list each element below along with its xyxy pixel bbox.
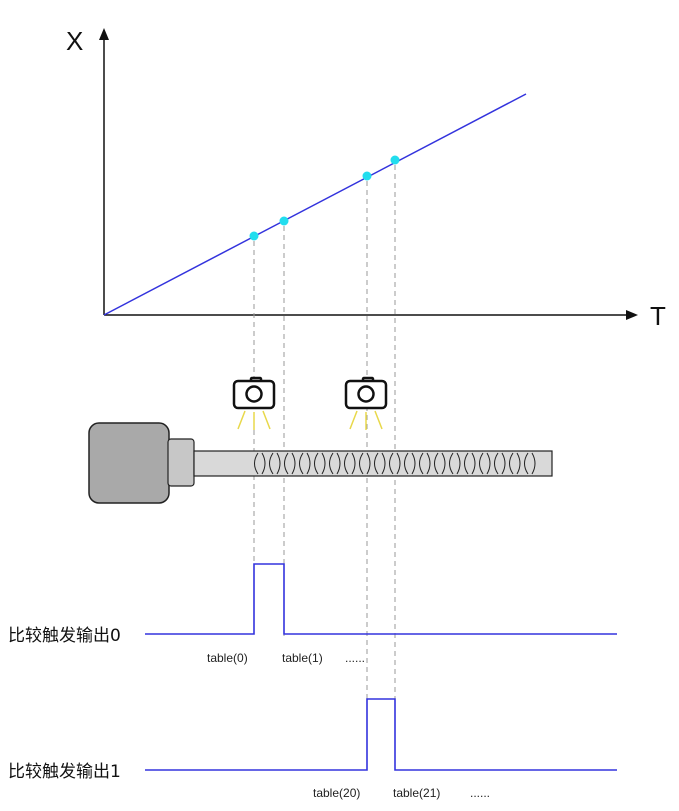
thread-arc [464,452,469,475]
thread-arc [524,452,529,475]
screw-shaft [193,450,553,477]
thread-arc [299,452,304,475]
signal-waveform [145,698,617,771]
thread-arc [441,452,446,475]
thread-arc [434,452,439,475]
trigger-output-1: 比较触发输出1 table(20) table(21) ...... [8,698,617,800]
thread-arc [479,452,484,475]
trigger-point [279,216,289,226]
ball-screw-assembly [88,422,553,504]
thread-arc [329,452,334,475]
thread-arc [389,452,394,475]
table-label: table(21) [393,786,440,800]
signal-label: 比较触发输出1 [8,762,121,782]
thread-arc [419,452,424,475]
t-axis-label: T [650,301,666,331]
trigger-point [249,231,259,241]
thread-arc [291,452,296,475]
motor-body [88,422,170,504]
thread-arc [344,452,349,475]
thread-arc [314,452,319,475]
thread-arc [366,452,371,475]
thread-arc [501,452,506,475]
thread-arc [456,452,461,475]
thread-arc [359,452,364,475]
x-axis-label: X [66,26,83,56]
thread-arc [426,452,431,475]
thread-arc [381,452,386,475]
trigger-point [390,155,400,165]
trigger-point [362,171,372,181]
thread-arc [396,452,401,475]
position-time-line [103,93,527,316]
thread-arc [284,452,289,475]
thread-arc [486,452,491,475]
ellipsis-label: ...... [470,786,490,800]
thread-arc [306,452,311,475]
xt-chart: X T [66,26,666,331]
guide-lines [253,165,396,770]
thread-arc [494,452,499,475]
screw-threads [254,452,536,475]
thread-arc [531,452,536,475]
signal-label: 比较触发输出0 [8,626,121,646]
t-axis-arrow [626,310,638,320]
thread-arc [411,452,416,475]
thread-arc [404,452,409,475]
thread-arc [261,452,266,475]
thread-arc [471,452,476,475]
thread-arc [269,452,274,475]
thread-arc [321,452,326,475]
thread-arc [516,452,521,475]
camera-icon [232,376,276,430]
ellipsis-label: ...... [345,651,365,665]
thread-arc [254,452,259,475]
table-label: table(20) [313,786,360,800]
thread-arc [509,452,514,475]
thread-arc [351,452,356,475]
thread-arc [374,452,379,475]
thread-arc [449,452,454,475]
table-label: table(0) [207,651,248,665]
motor-flange [167,438,195,487]
table-label: table(1) [282,651,323,665]
thread-arc [336,452,341,475]
camera-icon [344,376,388,430]
thread-arc [276,452,281,475]
trigger-output-0: 比较触发输出0 table(0) table(1) ...... [8,563,617,665]
signal-waveform [145,563,617,635]
x-axis-arrow [99,28,109,40]
